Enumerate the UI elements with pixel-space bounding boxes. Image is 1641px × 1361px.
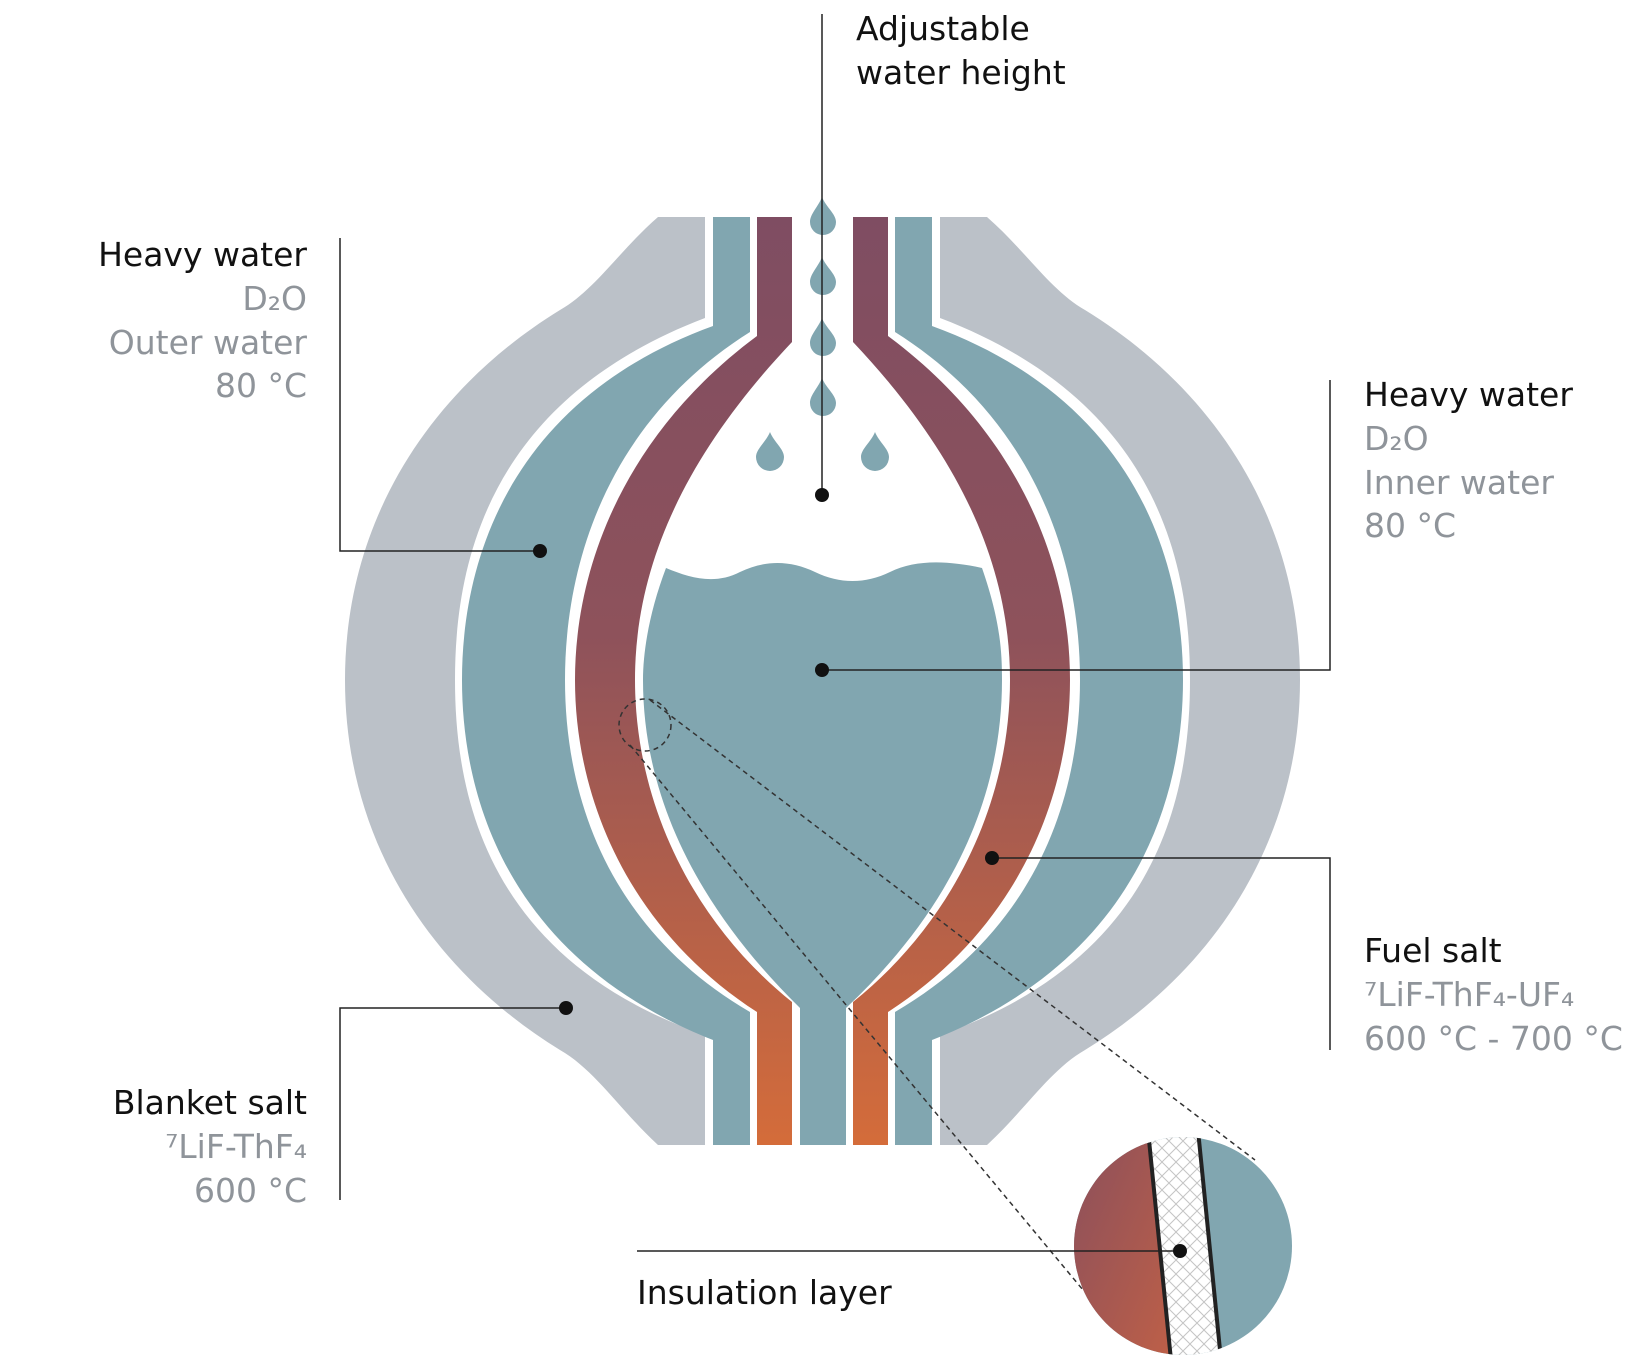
droplet-icon <box>756 432 784 472</box>
marker-dot-inner-water <box>815 663 829 677</box>
inner-water-temp: 80 °C <box>1364 506 1456 545</box>
inner-water-title: Heavy water <box>1364 375 1573 414</box>
blanket-salt-temp: 600 °C <box>194 1171 307 1210</box>
outer-water-desc: Outer water <box>109 323 308 362</box>
water-droplets <box>756 197 889 472</box>
marker-dots <box>533 488 1187 1258</box>
adjustable-line1: Adjustable <box>856 9 1030 48</box>
marker-dot-insulation <box>1173 1244 1187 1258</box>
inner-water-region <box>643 562 1002 1145</box>
label-insulation-layer: Insulation layer <box>637 1273 892 1312</box>
droplet-icon <box>810 197 836 235</box>
inner-water-channel <box>800 1008 846 1145</box>
droplet-icon <box>810 318 836 356</box>
marker-dot-blanket-salt <box>559 1001 573 1015</box>
droplet-icon <box>861 432 889 472</box>
label-blanket-salt: Blanket salt ⁷LiF-ThF₄ 600 °C <box>113 1083 307 1210</box>
blanket-salt-title: Blanket salt <box>113 1083 307 1122</box>
blanket-salt-region <box>940 217 1300 1145</box>
outer-water-temp: 80 °C <box>215 366 307 405</box>
insulation-magnified-view <box>1074 1137 1292 1355</box>
zoom-guide-line <box>629 744 1084 1291</box>
outer-water-region <box>462 217 750 1145</box>
fuel-salt-temp: 600 °C - 700 °C <box>1364 1019 1623 1058</box>
inner-water-formula: D₂O <box>1364 419 1429 458</box>
label-outer-water: Heavy water D₂O Outer water 80 °C <box>98 235 307 405</box>
zoom-guide-line <box>649 699 1256 1161</box>
outer-water-region <box>895 217 1183 1145</box>
fuel-salt-region <box>853 217 1070 1145</box>
adjustable-line2: water height <box>856 53 1066 92</box>
inner-water-desc: Inner water <box>1364 463 1554 502</box>
outer-water-formula: D₂O <box>242 279 307 318</box>
fuel-salt-formula: ⁷LiF-ThF₄-UF₄ <box>1364 975 1574 1014</box>
blanket-salt-formula: ⁷LiF-ThF₄ <box>165 1127 307 1166</box>
droplet-icon <box>810 257 836 295</box>
label-adjustable-water-height: Adjustable water height <box>856 9 1066 92</box>
label-inner-water: Heavy water D₂O Inner water 80 °C <box>1364 375 1573 545</box>
marker-dot-fuel-salt <box>985 851 999 865</box>
leader-lines <box>339 14 1331 1252</box>
fuel-salt-title: Fuel salt <box>1364 931 1502 970</box>
outer-water-title: Heavy water <box>98 235 307 274</box>
marker-dot-outer-water <box>533 544 547 558</box>
fuel-salt-region <box>575 217 792 1145</box>
droplet-icon <box>810 378 836 416</box>
insulation-zoom-marker <box>618 698 672 752</box>
blanket-salt-region <box>345 217 705 1145</box>
marker-dot-adjustable <box>815 488 829 502</box>
label-fuel-salt: Fuel salt ⁷LiF-ThF₄-UF₄ 600 °C - 700 °C <box>1364 931 1623 1058</box>
